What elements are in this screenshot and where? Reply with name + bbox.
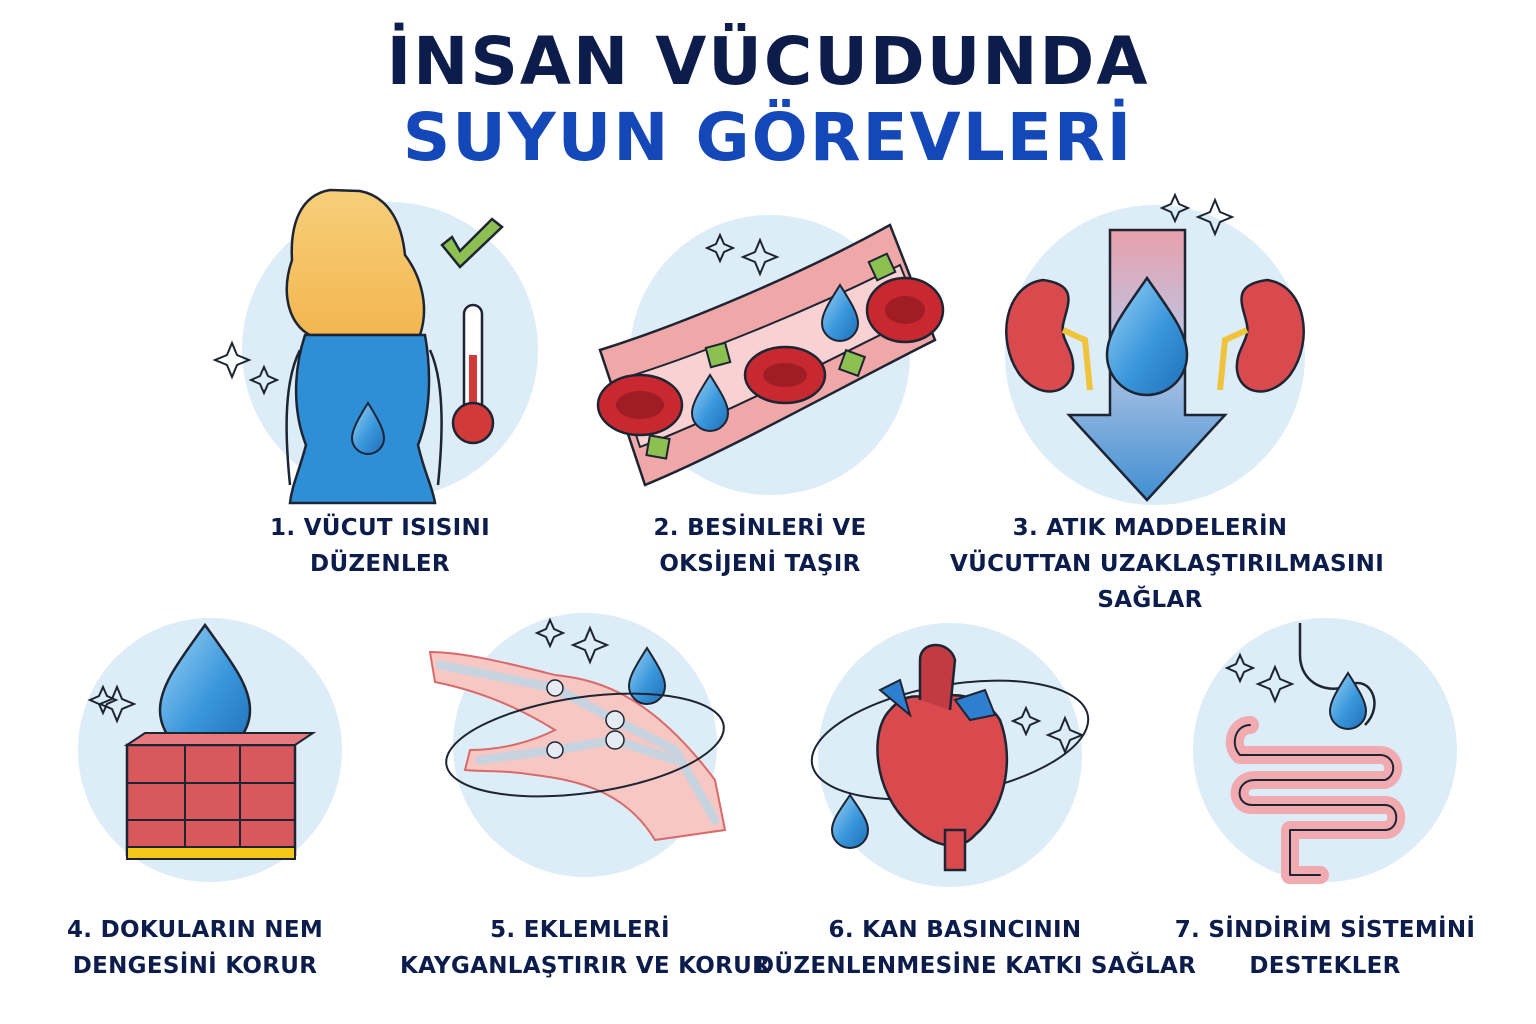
sparkle-icon bbox=[534, 617, 566, 649]
sparkle-icon bbox=[97, 684, 137, 724]
water-drop-icon bbox=[1328, 671, 1368, 730]
card-1-label-line-2: DÜZENLER bbox=[310, 551, 450, 577]
water-drop-icon bbox=[350, 401, 386, 455]
card-7-label: 7. SİNDİRİM SİSTEMİNİ DESTEKLER bbox=[1155, 912, 1495, 984]
card-2-label-line-2: OKSİJENİ TAŞIR bbox=[659, 551, 861, 577]
check-icon bbox=[440, 217, 504, 269]
card-3-label: 3. ATIK MADDELERİN VÜCUTTAN UZAKLAŞTIRIL… bbox=[950, 510, 1385, 618]
page-title-line-2: SUYUN GÖREVLERİ bbox=[402, 99, 1134, 176]
body-temperature-icon bbox=[212, 188, 538, 505]
kidney-waste-icon bbox=[1005, 192, 1305, 505]
digestive-system-icon bbox=[1193, 618, 1457, 884]
nutrient-cube bbox=[645, 434, 671, 460]
nutrient-cube bbox=[704, 341, 732, 369]
card-6-label-line-1: 6. KAN BASINCININ bbox=[828, 917, 1082, 943]
card-2-label: 2. BESİNLERİ VE OKSİJENİ TAŞIR bbox=[610, 510, 910, 582]
card-4-illustration bbox=[75, 615, 345, 885]
water-drop-icon bbox=[627, 646, 667, 705]
card-6-label: 6. KAN BASINCININ DÜZENLENMESİNE KATKI S… bbox=[755, 912, 1197, 984]
sparkle-icon bbox=[1224, 652, 1256, 684]
blood-vessel-icon bbox=[596, 215, 945, 495]
card-2-illustration bbox=[590, 215, 950, 505]
card-1-illustration bbox=[212, 185, 550, 505]
card-4-label-line-2: DENGESİNİ KORUR bbox=[72, 953, 318, 979]
sparkle-icon bbox=[704, 232, 736, 264]
card-3-label-line-3: SAĞLAR bbox=[1097, 587, 1203, 613]
sparkle-icon bbox=[212, 340, 252, 380]
card-3-label-line-1: 3. ATIK MADDELERİN bbox=[1012, 515, 1288, 541]
card-7-label-line-2: DESTEKLER bbox=[1249, 953, 1401, 979]
card-5-label: 5. EKLEMLERİ KAYGANLAŞTIRIR VE KORUR bbox=[400, 912, 771, 984]
card-7-label-line-1: 7. SİNDİRİM SİSTEMİNİ bbox=[1174, 917, 1476, 943]
vein-left bbox=[878, 678, 912, 718]
sparkle-icon bbox=[1195, 197, 1235, 237]
card-4-label-line-1: 4. DOKULARIN NEM bbox=[66, 917, 324, 943]
right-kidney-icon bbox=[1235, 278, 1305, 393]
heart-pressure-icon bbox=[810, 623, 1090, 887]
water-drop-icon bbox=[690, 373, 730, 432]
card-6-illustration bbox=[800, 620, 1100, 890]
sparkle-icon bbox=[1255, 664, 1295, 704]
card-1-label: 1. VÜCUT ISISINI DÜZENLER bbox=[230, 510, 530, 582]
vein-right bbox=[953, 688, 997, 722]
card-5-label-line-2: KAYGANLAŞTIRIR VE KORUR bbox=[400, 953, 771, 979]
page-title-line-1: İNSAN VÜCUDUNDA bbox=[386, 23, 1150, 100]
left-kidney-icon bbox=[1005, 278, 1075, 393]
aorta bbox=[918, 643, 957, 711]
tissue-moisture-icon bbox=[78, 618, 342, 882]
sparkle-icon bbox=[87, 684, 119, 716]
tissue-block bbox=[125, 743, 297, 857]
tissue-base-layer bbox=[126, 846, 296, 860]
card-5-illustration bbox=[425, 610, 745, 880]
sparkle-icon bbox=[248, 364, 280, 396]
card-1-label-line-1: 1. VÜCUT ISISINI bbox=[270, 515, 490, 541]
sparkle-icon bbox=[1010, 705, 1042, 737]
sparkle-icon bbox=[570, 625, 610, 665]
card-3-label-line-2: VÜCUTTAN UZAKLAŞTIRILMASINI bbox=[950, 551, 1385, 577]
water-drop-icon bbox=[1105, 275, 1189, 397]
card-3-illustration bbox=[995, 190, 1315, 510]
card-5-label-line-1: 5. EKLEMLERİ bbox=[490, 917, 670, 943]
orbit-ring bbox=[445, 692, 725, 798]
card-4-label: 4. DOKULARIN NEM DENGESİNİ KORUR bbox=[45, 912, 345, 984]
card-2-label-line-1: 2. BESİNLERİ VE bbox=[653, 515, 867, 541]
sparkle-icon bbox=[1159, 192, 1191, 224]
water-drop-icon bbox=[830, 793, 870, 849]
sparkle-icon bbox=[1045, 715, 1085, 755]
nutrient-cube bbox=[867, 252, 897, 282]
card-6-label-line-2: DÜZENLENMESİNE KATKI SAĞLAR bbox=[755, 953, 1197, 979]
sparkle-icon bbox=[740, 237, 780, 277]
water-drop-icon bbox=[820, 283, 860, 342]
nutrient-cube bbox=[837, 348, 867, 378]
joint-hand-icon bbox=[428, 613, 727, 877]
card-7-illustration bbox=[1180, 615, 1470, 885]
